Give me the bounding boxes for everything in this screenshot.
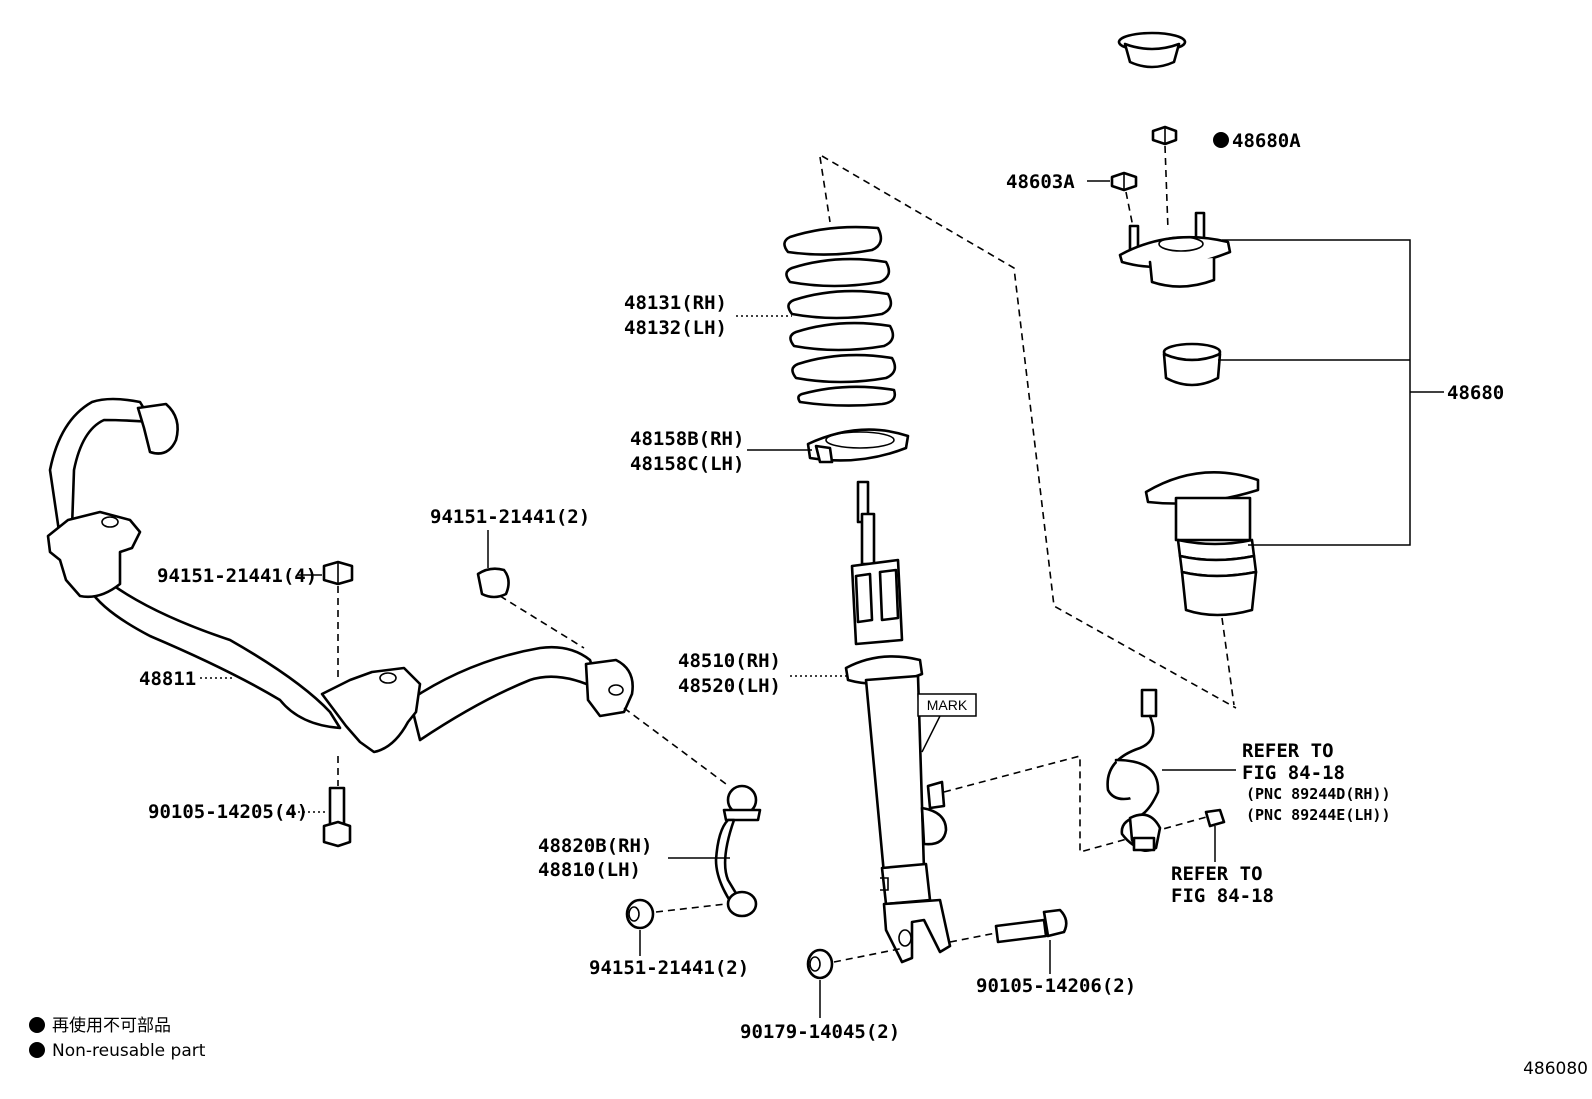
callout-labels: 48680A 48603A 48131(RH) 48132(LH) 48158B…: [139, 130, 1504, 1043]
legend: 再使用不可部品 Non-reusable part: [29, 1015, 206, 1061]
shock-absorber: [844, 480, 952, 964]
label-48131-rh: 48131(RH): [624, 292, 727, 314]
label-48158c-lh: 48158C(LH): [630, 453, 744, 475]
label-48811: 48811: [139, 668, 196, 690]
bolt-90105-14206: [994, 908, 1068, 944]
link-nut-icon: [625, 898, 655, 930]
label-48810-lh: 48810(LH): [538, 859, 641, 881]
bolt-90105-14205: [322, 786, 352, 848]
label-90179-14045-2: 90179-14045(2): [740, 1021, 900, 1043]
top-cap: [1117, 31, 1187, 69]
mark-callout: MARK: [917, 693, 977, 753]
label-48680: 48680: [1447, 382, 1504, 404]
label-94151-21441-4: 94151-21441(4): [157, 565, 317, 587]
upper-support: [1118, 211, 1232, 288]
label-fig-84-18-2: FIG 84-18: [1171, 885, 1274, 907]
legend-jp: 再使用不可部品: [52, 1015, 171, 1036]
label-90105-14205-4: 90105-14205(4): [148, 801, 308, 823]
label-48603a: 48603A: [1006, 171, 1075, 193]
speed-sensor-wire: [1106, 688, 1162, 852]
coil-spring: [783, 225, 897, 407]
label-90105-14206-2: 90105-14206(2): [976, 975, 1136, 997]
nut-48603a-icon: [1110, 171, 1138, 192]
insulator: [1162, 342, 1222, 387]
non-reusable-marker-icon: [1213, 132, 1229, 148]
label-refer-to-2: REFER TO: [1171, 863, 1263, 885]
legend-en: Non-reusable part: [52, 1041, 206, 1061]
nut-90179-14045: [806, 948, 834, 980]
link-bushing-icon: [476, 567, 510, 599]
label-48132-lh: 48132(LH): [624, 317, 727, 339]
label-94151-21441-2-bottom: 94151-21441(2): [589, 957, 749, 979]
label-48520-lh: 48520(LH): [678, 675, 781, 697]
label-pnc-rh: (PNC 89244D(RH)): [1246, 785, 1391, 803]
label-refer-to-1: REFER TO: [1242, 740, 1334, 762]
label-48820b-rh: 48820B(RH): [538, 835, 652, 857]
stabilizer-link: [714, 784, 762, 918]
label-pnc-lh: (PNC 89244E(LH)): [1246, 806, 1391, 824]
clip-icon: [1204, 808, 1226, 828]
stabilizer-bar: [46, 397, 634, 754]
spring-seat: [806, 428, 910, 464]
mark-label: MARK: [927, 697, 968, 713]
label-fig-84-18-1: FIG 84-18: [1242, 762, 1345, 784]
bushing-nut-icon: [322, 560, 354, 586]
label-48158b-rh: 48158B(RH): [630, 428, 744, 450]
figure-id: 486080: [1523, 1059, 1588, 1079]
label-48680a: 48680A: [1232, 130, 1301, 152]
legend-dot-icon: [29, 1017, 45, 1033]
nut-48680a-icon: [1151, 125, 1178, 146]
legend-dot-icon: [29, 1042, 45, 1058]
label-48510-rh: 48510(RH): [678, 650, 781, 672]
label-94151-21441-2-top: 94151-21441(2): [430, 506, 590, 528]
bump-stopper: [1144, 471, 1260, 617]
